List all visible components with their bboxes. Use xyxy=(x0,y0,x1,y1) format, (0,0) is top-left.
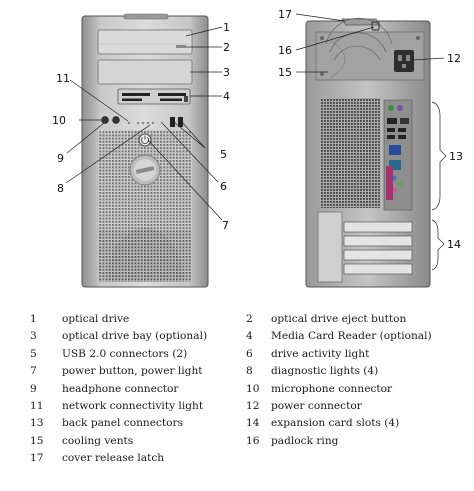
legend-num: 13 xyxy=(30,417,44,430)
diagnostic-light xyxy=(146,121,150,125)
legend-label: optical drive eject button xyxy=(271,313,407,325)
legend-label: padlock ring xyxy=(271,434,339,447)
diagnostic-light xyxy=(136,121,140,125)
legend-num: 10 xyxy=(246,382,260,395)
media-card-reader xyxy=(117,88,191,105)
cooling-vents xyxy=(325,17,393,45)
legend-label: cover release latch xyxy=(62,452,165,465)
legend-row: 7 power button, power light 8 diagnostic li… xyxy=(30,363,460,380)
power-button[interactable] xyxy=(138,133,152,147)
drive-activity-light xyxy=(160,121,164,125)
cover-release-latch[interactable] xyxy=(341,18,381,26)
back-panel-connectors[interactable] xyxy=(383,99,413,211)
legend-num: 15 xyxy=(30,434,44,447)
legend-num: 1 xyxy=(30,313,37,325)
legend-num: 7 xyxy=(30,365,37,378)
legend-num: 8 xyxy=(246,365,253,378)
legend-row: 9 headphone connector 10 microphone connect… xyxy=(30,381,460,398)
callout-14: 14 xyxy=(447,238,461,251)
legend-label: back panel connectors xyxy=(62,417,184,430)
legend-row: 5 USB 2.0 connectors (2) 6 drive activity l… xyxy=(30,346,460,363)
legend-body: 1 optical drive 2 optical drive eject butto… xyxy=(30,311,460,468)
usb-connector[interactable] xyxy=(178,117,183,127)
headphone-connector[interactable] xyxy=(101,116,109,124)
legend-row: 17 cover release latch xyxy=(30,450,460,467)
optical-drive xyxy=(97,29,193,55)
legend-label: USB 2.0 connectors (2) xyxy=(62,347,188,360)
legend-label xyxy=(271,450,460,467)
legend-num: 17 xyxy=(30,452,44,465)
legend-row: 15 cooling vents 16 padlock ring xyxy=(30,433,460,450)
legend-num: 11 xyxy=(30,400,44,413)
leader-lines xyxy=(65,13,447,271)
network-connectivity-light xyxy=(127,121,131,125)
callout-9: 9 xyxy=(57,152,64,165)
callout-10: 10 xyxy=(52,114,66,127)
legend-num: 4 xyxy=(246,330,253,343)
legend-label: Media Card Reader (optional) xyxy=(271,330,432,343)
power-connector[interactable] xyxy=(394,50,414,72)
legend-num: 5 xyxy=(30,347,37,360)
legend-label: expansion card slots (4) xyxy=(271,417,400,430)
back-vent xyxy=(320,98,380,208)
legend-label: diagnostic lights (4) xyxy=(271,365,379,378)
legend-num: 6 xyxy=(246,347,253,360)
microphone-connector[interactable] xyxy=(112,116,120,124)
legend-row: 13 back panel connectors 14 expansion card … xyxy=(30,415,460,432)
front-view xyxy=(81,13,209,288)
callout-3: 3 xyxy=(223,66,230,79)
usb-connector[interactable] xyxy=(170,117,175,127)
legend-label: network connectivity light xyxy=(62,400,204,413)
callout-16: 16 xyxy=(278,44,292,57)
legend-row: 11 network connectivity light 12 power conn… xyxy=(30,398,460,415)
legend-label: cooling vents xyxy=(62,434,134,447)
computer-diagram: 1 2 3 4 5 6 7 8 9 10 11 17 16 15 12 13 1… xyxy=(52,8,463,288)
diagnostic-light xyxy=(151,121,155,125)
legend-label: optical drive bay (optional) xyxy=(62,330,208,343)
callout-8: 8 xyxy=(57,182,64,195)
diagnostic-light xyxy=(141,121,145,125)
legend-label: drive activity light xyxy=(271,347,370,360)
callout-5: 5 xyxy=(220,148,227,161)
legend-num: 9 xyxy=(30,382,37,395)
legend-label: optical drive xyxy=(62,313,130,325)
front-io-panel xyxy=(101,116,183,127)
callout-17: 17 xyxy=(278,8,292,21)
legend-label: power connector xyxy=(271,400,362,413)
legend-num: 16 xyxy=(246,434,260,447)
callout-11: 11 xyxy=(56,72,70,85)
optical-drive-bay xyxy=(97,59,193,85)
legend-row: 1 optical drive 2 optical drive eject butto… xyxy=(30,311,460,328)
legend-num xyxy=(246,450,271,467)
optical-drive-eject-button[interactable] xyxy=(176,45,186,48)
legend-num: 14 xyxy=(246,417,260,430)
legend-table: 1 optical drive 2 optical drive eject butto… xyxy=(30,311,460,468)
callout-13: 13 xyxy=(449,150,463,163)
callout-4: 4 xyxy=(223,90,230,103)
legend-num: 12 xyxy=(246,400,260,413)
callout-6: 6 xyxy=(220,180,227,193)
expansion-card-slots xyxy=(317,211,413,283)
callout-7: 7 xyxy=(222,219,229,232)
legend-label: microphone connector xyxy=(271,382,393,395)
legend-label: power button, power light xyxy=(62,365,203,378)
callout-12: 12 xyxy=(447,52,461,65)
front-top-handle xyxy=(123,13,169,20)
callout-15: 15 xyxy=(278,66,292,79)
callout-1: 1 xyxy=(223,21,230,34)
callout-numbers: 1 2 3 4 5 6 7 8 9 10 11 17 16 15 12 13 1… xyxy=(52,8,463,251)
legend-label: headphone connector xyxy=(62,382,179,395)
padlock-ring xyxy=(371,21,380,31)
callout-2: 2 xyxy=(223,41,230,54)
legend-row: 3 optical drive bay (optional) 4 Media Card… xyxy=(30,328,460,345)
legend-num: 3 xyxy=(30,330,37,343)
back-view xyxy=(305,17,431,288)
legend-num: 2 xyxy=(246,313,253,325)
